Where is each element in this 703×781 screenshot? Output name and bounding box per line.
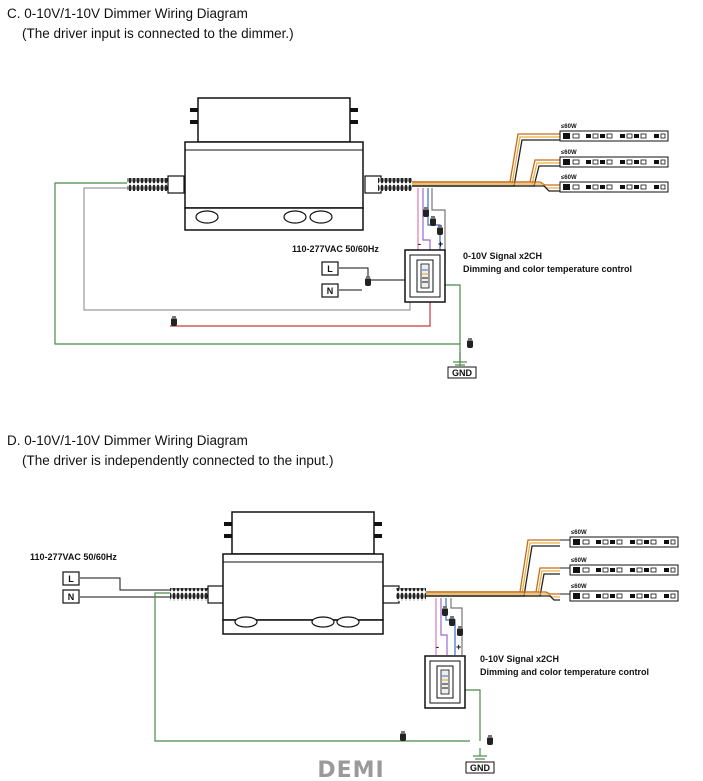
gnd-label-box-d bbox=[465, 761, 495, 774]
signal-label-c: 0-10V Signal x2CH bbox=[463, 251, 542, 261]
strip-power-d-3: ≤60W bbox=[571, 584, 587, 590]
watermark: DEMI bbox=[317, 758, 384, 781]
led-strip-c-3: ≤60W bbox=[559, 175, 669, 193]
section-d-title: D. 0-10V/1-10V Dimmer Wiring Diagram bbox=[7, 433, 248, 448]
terminal-l-d bbox=[62, 571, 80, 586]
neutral-wire-c bbox=[83, 187, 411, 311]
input-cable-c bbox=[127, 178, 175, 191]
led-strip-c-1: ≤60W bbox=[559, 124, 669, 142]
section-c-diagram: GND bbox=[54, 97, 669, 379]
strip-power-c-1: ≤60W bbox=[561, 124, 577, 130]
led-strip-c-2: ≤60W bbox=[559, 150, 669, 168]
live-wire-c bbox=[170, 293, 431, 327]
led-strip-d-1: ≤60W bbox=[569, 530, 679, 548]
strip-power-d-1: ≤60W bbox=[571, 530, 587, 536]
section-d-diagram: GND bbox=[30, 511, 679, 774]
gnd-label-box-c bbox=[447, 366, 477, 379]
led-strip-d-3: ≤60W bbox=[569, 584, 679, 602]
led-driver-d bbox=[222, 511, 384, 635]
strip-power-d-2: ≤60W bbox=[571, 558, 587, 564]
control-label-d: Dimming and color temperature control bbox=[480, 667, 649, 677]
output-cable-d bbox=[396, 588, 426, 601]
ground-symbol-c bbox=[453, 352, 467, 369]
dimmer-d bbox=[424, 655, 466, 709]
input-gland-d bbox=[207, 585, 225, 604]
terminal-n-c bbox=[321, 283, 339, 298]
output-cable-c bbox=[378, 178, 412, 191]
output-wires-c bbox=[412, 133, 560, 192]
terminal-l-c bbox=[321, 261, 339, 276]
gnd-label-c: GND bbox=[452, 368, 473, 378]
section-d-subtitle: (The driver is independently connected t… bbox=[22, 453, 334, 468]
section-c-title: C. 0-10V/1-10V Dimmer Wiring Diagram bbox=[7, 6, 248, 21]
terminal-l-label-d: L bbox=[68, 574, 74, 584]
strip-power-c-2: ≤60W bbox=[561, 150, 577, 156]
polarity-plus-d: + bbox=[456, 642, 461, 652]
input-cable-d bbox=[170, 588, 214, 601]
polarity-plus-c: + bbox=[438, 239, 443, 249]
terminal-n-d bbox=[62, 589, 80, 604]
ground-wire-c bbox=[54, 182, 461, 366]
section-c-subtitle: (The driver input is connected to the di… bbox=[22, 26, 294, 41]
led-driver-c bbox=[184, 97, 364, 231]
led-strip-d-2: ≤60W bbox=[569, 558, 679, 576]
output-wires-d bbox=[426, 539, 560, 601]
dimmer-c bbox=[404, 249, 446, 303]
terminal-l-label-c: L bbox=[327, 264, 333, 274]
terminal-n-label-c: N bbox=[327, 286, 334, 296]
voltage-label-c: 110-277VAC 50/60Hz bbox=[292, 244, 379, 254]
control-label-c: Dimming and color temperature control bbox=[463, 264, 632, 274]
terminal-n-label-d: N bbox=[68, 592, 75, 602]
voltage-label-d: 110-277VAC 50/60Hz bbox=[30, 552, 117, 562]
signal-label-d: 0-10V Signal x2CH bbox=[480, 654, 559, 664]
polarity-minus-c: - bbox=[418, 239, 421, 249]
gnd-label-d: GND bbox=[470, 763, 491, 773]
strip-power-c-3: ≤60W bbox=[561, 175, 577, 181]
polarity-minus-d: - bbox=[436, 642, 439, 652]
input-gland-c bbox=[167, 175, 185, 194]
ground-symbol-d bbox=[473, 748, 487, 763]
